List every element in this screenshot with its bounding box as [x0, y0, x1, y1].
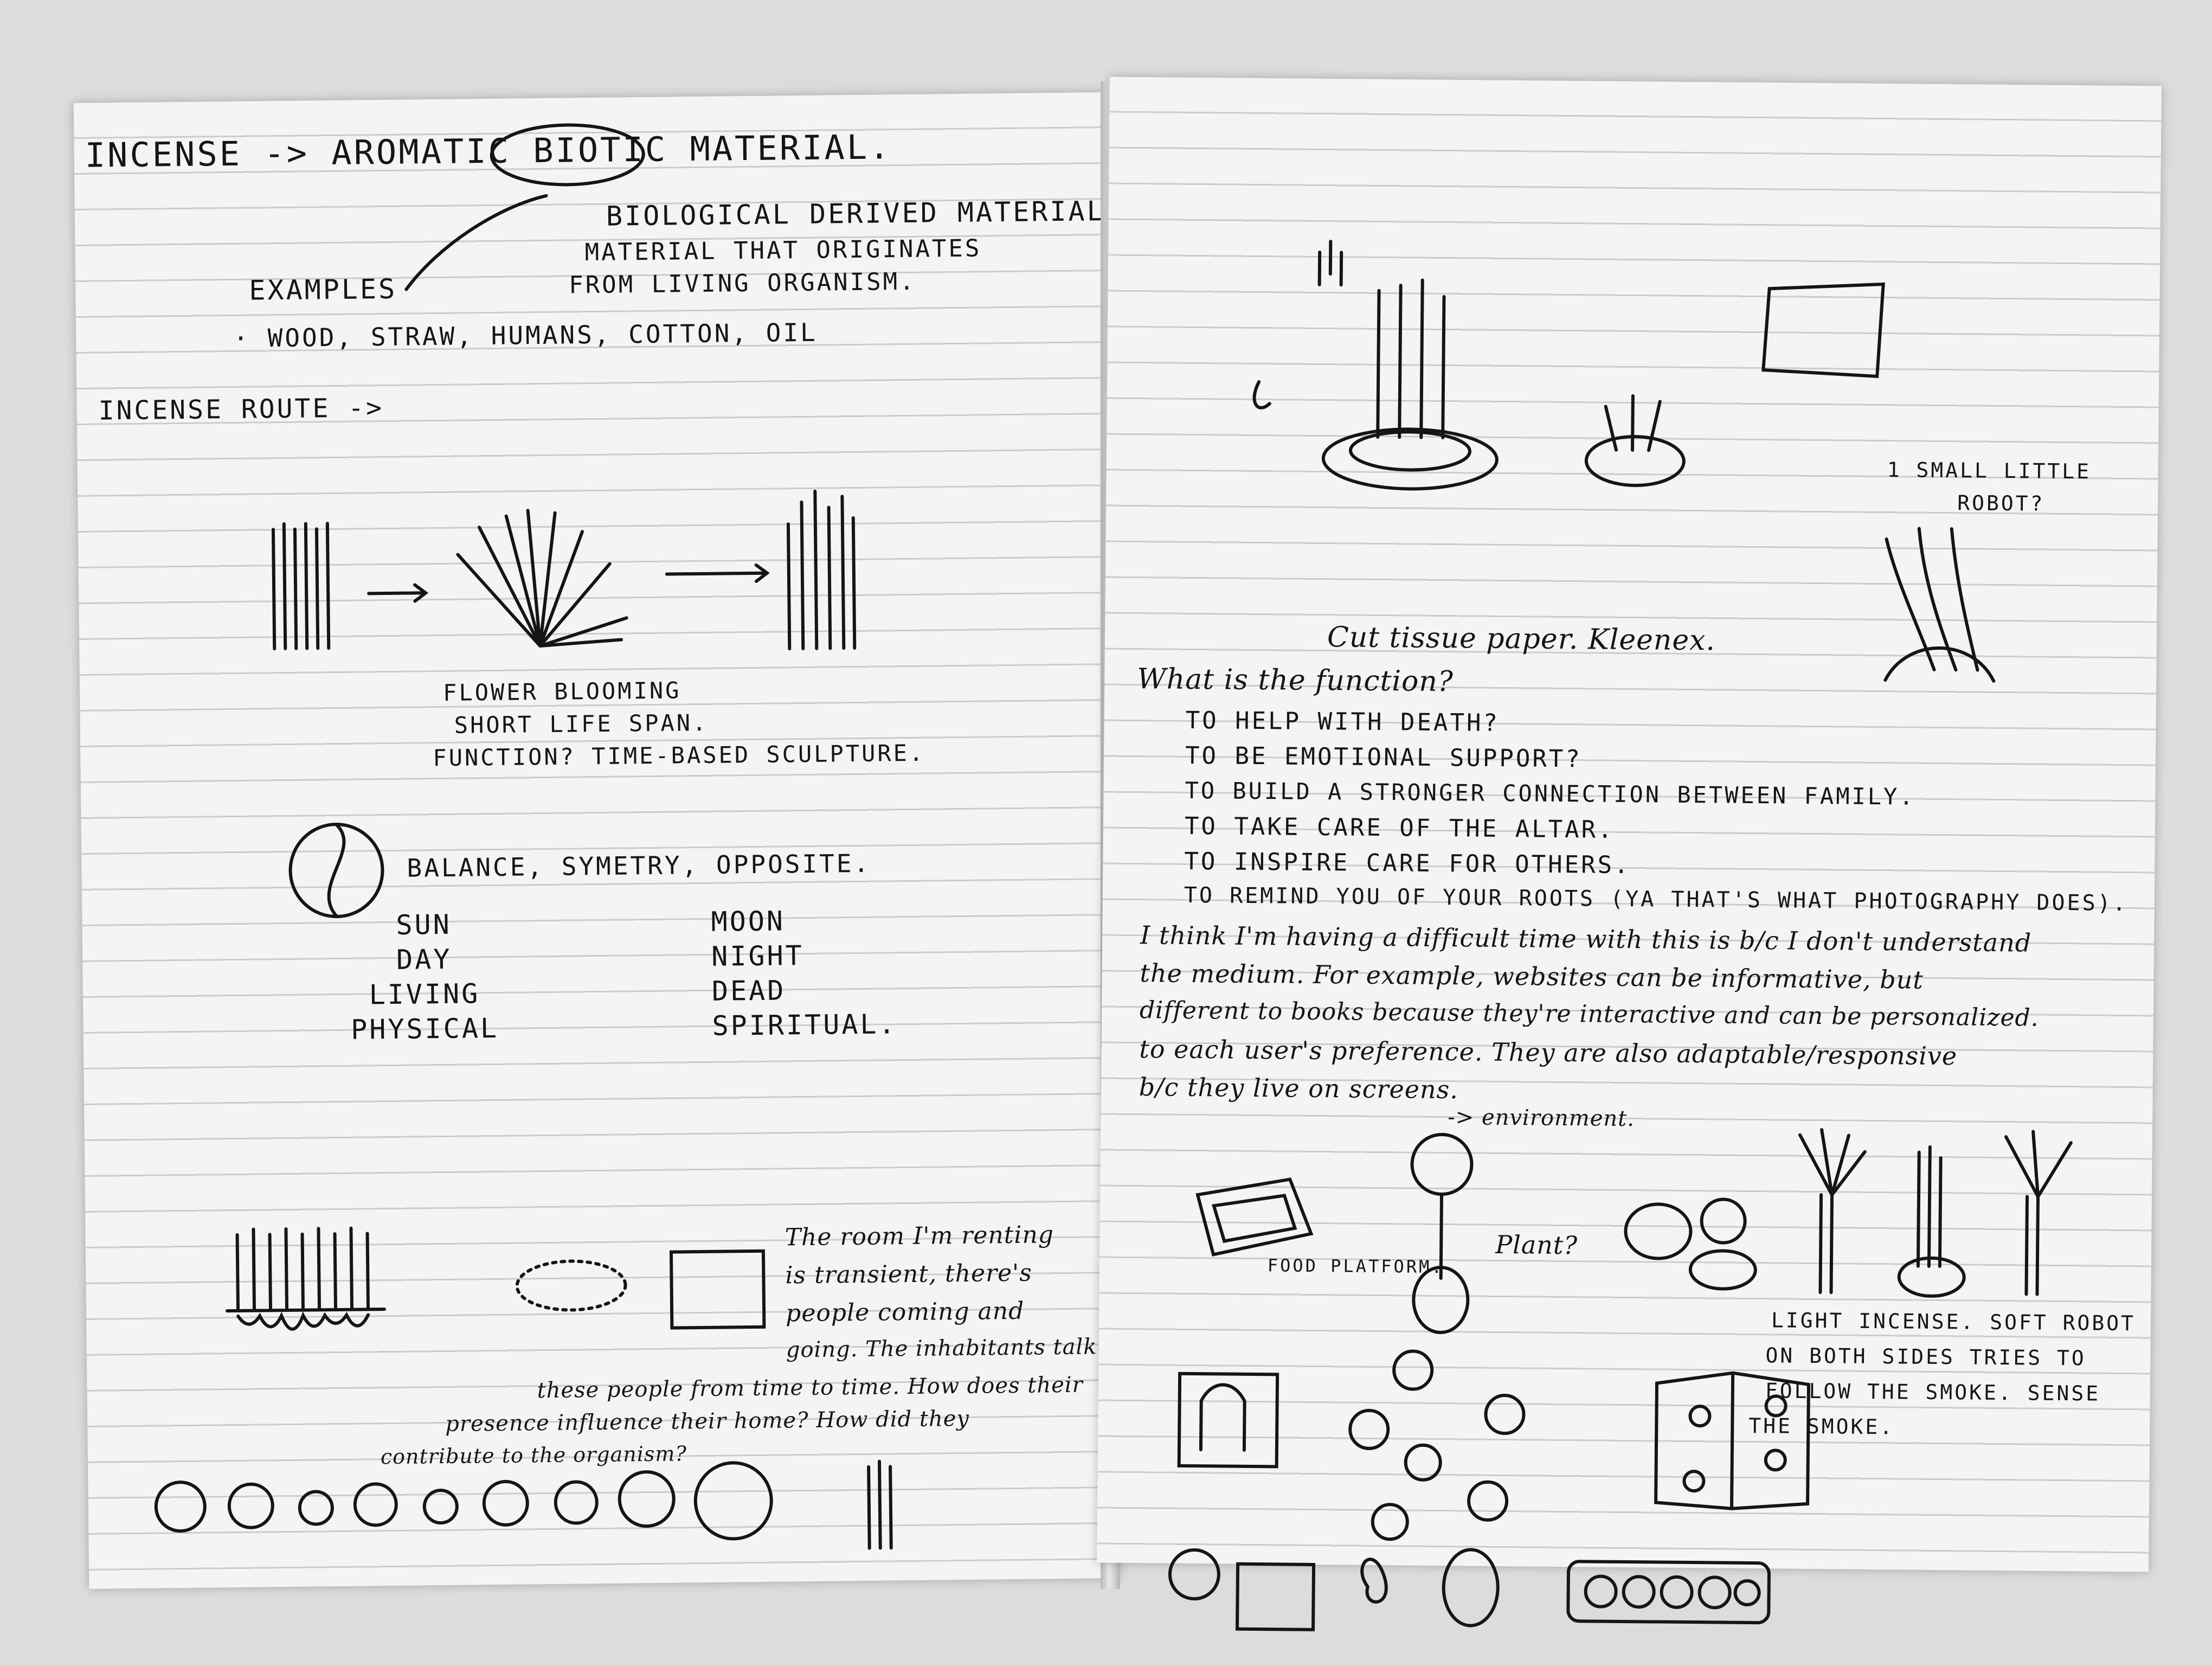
function-4: TO TAKE CARE OF THE ALTAR.	[1184, 812, 1615, 844]
incense-sticks-bundle	[271, 522, 331, 651]
paragraph-1: I think I'm having a difficult time with…	[1140, 920, 2032, 958]
paragraph-3: different to books because they're inter…	[1139, 996, 2039, 1032]
plant-label: Plant?	[1495, 1229, 1578, 1260]
flower-doodle-row	[154, 1459, 893, 1550]
bottom-doodles-row	[1168, 1548, 1771, 1631]
col-right-3: SPIRITUAL.	[712, 1008, 897, 1042]
col-left-1: DAY	[396, 943, 452, 976]
food-platform-sketch	[1195, 1177, 1314, 1257]
panel-with-holes-sketch	[1654, 1371, 1811, 1510]
sticks-blooming	[456, 509, 628, 648]
incense-robots-sketch	[1798, 1128, 2073, 1298]
function-1: TO HELP WITH DEATH?	[1185, 706, 1500, 737]
light-incense-3: FOLLOW THE SMOKE. SENSE	[1765, 1379, 2101, 1406]
note-line-6: presence influence their home? How did t…	[445, 1406, 970, 1437]
robot-sketch	[1883, 527, 1996, 683]
plant-sketch	[1410, 1133, 1474, 1334]
paragraph-4: to each user's preference. They are also…	[1139, 1034, 1958, 1071]
square-sketch	[669, 1249, 766, 1330]
bio-def-2: MATERIAL THAT ORIGINATES	[584, 234, 982, 267]
examples-list: · WOOD, STRAW, HUMANS, COTTON, OIL	[233, 317, 818, 353]
pointer-line	[404, 194, 548, 291]
function-3: TO BUILD A STRONGER CONNECTION BETWEEN F…	[1185, 777, 1915, 810]
note-line-3: people coming and	[785, 1297, 1025, 1328]
function-6: TO REMIND YOU OF YOUR ROOTS (YA THAT'S W…	[1184, 882, 2129, 917]
col-right-0: MOON	[711, 905, 786, 938]
bio-def-1: BIOLOGICAL DERIVED MATERIAL	[606, 195, 1105, 232]
light-incense-1: LIGHT INCENSE. SOFT ROBOT	[1771, 1308, 2136, 1336]
function-2: TO BE EMOTIONAL SUPPORT?	[1185, 741, 1583, 773]
paragraph-5: b/c they live on screens.	[1139, 1072, 1459, 1105]
arrow-1	[367, 583, 429, 603]
left-notebook-page: INCENSE -> AROMATIC BIOTIC MATERIAL. BIO…	[73, 92, 1170, 1589]
note-line-5: these people from time to time. How does…	[537, 1372, 1083, 1404]
route-label: INCENSE ROUTE ->	[98, 393, 384, 426]
column-right: MOON NIGHT DEAD SPIRITUAL.	[711, 902, 897, 1043]
small-robot-note-2: ROBOT?	[1957, 491, 2045, 516]
col-right-2: DEAD	[711, 975, 786, 1007]
column-left: SUN DAY LIVING PHYSICAL	[342, 907, 506, 1047]
spiky-circles-sketch	[1348, 1349, 1526, 1541]
note-line-2: is transient, there's	[785, 1259, 1033, 1290]
flower-note-3: FUNCTION? TIME-BASED SCULPTURE.	[433, 739, 925, 772]
bio-def-3: FROM LIVING ORGANISM.	[569, 267, 916, 299]
cut-tissue-note: Cut tissue paper. Kleenex.	[1327, 621, 1716, 657]
arrow-2	[665, 563, 770, 583]
function-question: What is the function?	[1137, 663, 1454, 699]
biotic-circle	[490, 123, 645, 187]
dotted-oval	[515, 1259, 627, 1312]
note-line-1: The room I'm renting	[785, 1221, 1054, 1252]
soft-robots-sketch	[1624, 1197, 1757, 1291]
examples-label: EXAMPLES	[249, 273, 397, 306]
col-right-1: NIGHT	[711, 940, 805, 972]
function-5: TO INSPIRE CARE FOR OTHERS.	[1184, 847, 1631, 880]
balance-note: BALANCE, SYMETRY, OPPOSITE.	[407, 848, 871, 883]
altar-box-sketch	[1177, 1372, 1279, 1469]
flower-note-2: SHORT LIFE SPAN.	[454, 709, 709, 739]
small-dish-sketch	[1584, 394, 1686, 488]
col-left-3: PHYSICAL	[350, 1012, 499, 1046]
col-left-0: SUN	[396, 908, 452, 941]
paragraph-2: the medium. For example, websites can be…	[1140, 958, 1924, 995]
sticks-with-roots	[226, 1226, 387, 1331]
flower-note-1: FLOWER BLOOMING	[442, 677, 681, 706]
small-robot-note-1: 1 SMALL LITTLE	[1887, 458, 2092, 484]
incense-burner-sketch	[1252, 240, 1499, 491]
col-left-2: LIVING	[369, 978, 480, 1011]
tile-sketch	[1761, 282, 1885, 379]
right-notebook-page: 1 SMALL LITTLE ROBOT? Cut tissue paper. …	[1097, 76, 2162, 1631]
yin-yang-sketch	[288, 823, 384, 919]
sticks-burning	[786, 489, 857, 651]
